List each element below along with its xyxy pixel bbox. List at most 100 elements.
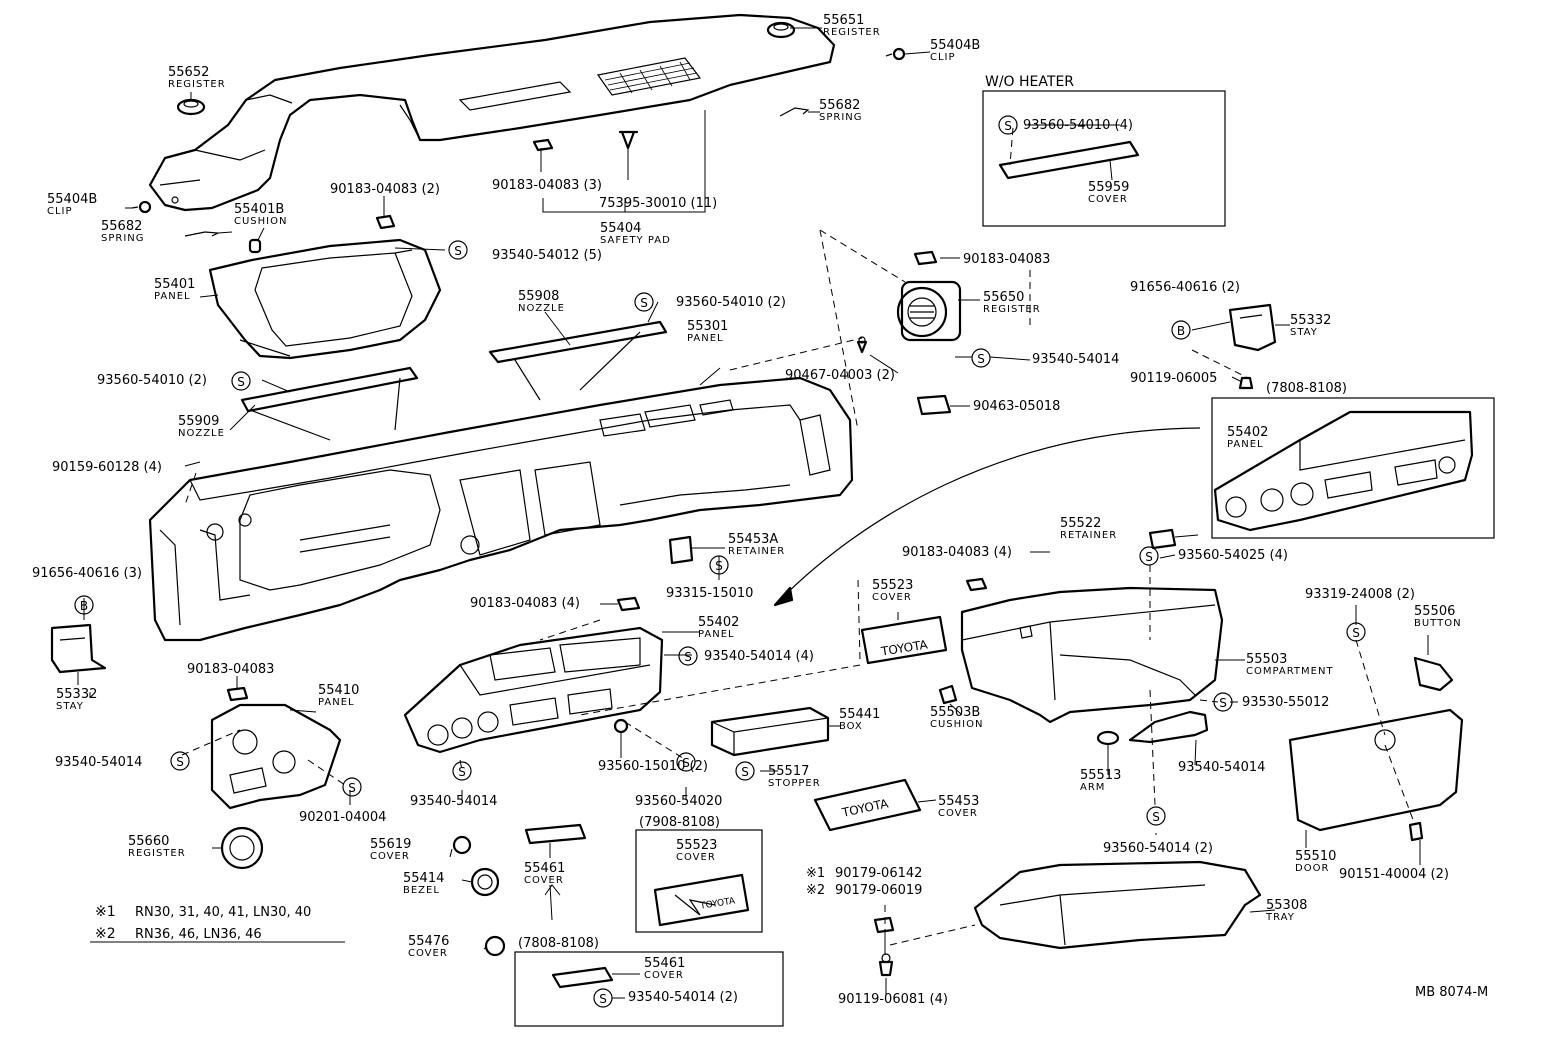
part-number: 90183-04083 (3): [492, 178, 602, 193]
part-label: 93540-54014: [1178, 760, 1265, 775]
part-number: 93560-54010 (2): [97, 373, 207, 388]
s-symbol: S: [1146, 806, 1166, 826]
part-number: 90119-06005: [1130, 371, 1217, 386]
part-name: DOOR: [1295, 863, 1329, 874]
part-number: 55650: [983, 290, 1024, 305]
svg-text:S: S: [1219, 696, 1227, 710]
svg-text:S: S: [176, 755, 184, 769]
part-number: (7808-8108): [1266, 381, 1347, 396]
part-number: 90467-04003 (2): [785, 368, 895, 383]
part-number: 90179-06142: [835, 866, 922, 881]
note2-mark: ※2: [95, 926, 116, 942]
part-name: COVER: [408, 948, 448, 959]
part-number: 55301: [687, 319, 728, 334]
register-55652: [176, 98, 206, 116]
panel-55410: [210, 703, 342, 810]
spring-55682-top: [779, 107, 810, 117]
nozzle-55908: [488, 320, 668, 401]
part-number: 93540-54014: [1178, 760, 1265, 775]
part-name: SPRING: [819, 112, 863, 123]
part-number: 55404: [600, 221, 641, 236]
part-number: 55414: [403, 871, 444, 886]
retainer-90463-05018: [916, 394, 952, 416]
svg-text:S: S: [454, 244, 462, 258]
part-number: 93540-54012 (5): [492, 248, 602, 263]
register-55651: [766, 21, 796, 39]
part-number: 90183-04083 (4): [470, 596, 580, 611]
bolt-90119-06005: [1238, 376, 1254, 390]
part-label: 93540-54012 (5): [492, 248, 602, 263]
svg-text:S: S: [1352, 626, 1360, 640]
note2-models: RN36, 46, LN36, 46: [135, 927, 262, 942]
mark1: ※1: [806, 866, 825, 881]
s-symbol: S: [170, 751, 190, 771]
svg-text:S: S: [458, 765, 466, 779]
s-symbol: S: [231, 371, 251, 391]
symbols: S S S S S S S S S S S S S S S S S B B: [74, 115, 1366, 1008]
part-number: 93560-54010 (2): [676, 295, 786, 310]
part-number: 93540-54014: [1032, 352, 1119, 367]
part-label: 93560-54010 (2): [676, 295, 786, 310]
part-number: 55476: [408, 934, 449, 949]
s-symbol: S: [1346, 622, 1366, 642]
part-number: 90183-04083 (2): [330, 182, 440, 197]
part-name: CLIP: [47, 206, 73, 217]
part-name: RETAINER: [1060, 530, 1117, 541]
part-name: CUSHION: [930, 719, 983, 730]
retainer-55453a: [668, 535, 694, 565]
variant-7808-8108-box: [1211, 397, 1495, 539]
part-number: 93315-15010: [666, 586, 753, 601]
part-number: 55402: [1227, 425, 1268, 440]
part-number: 55660: [128, 834, 169, 849]
part-label: 90183-04083: [187, 662, 274, 677]
part-number: 93560-54010 (4): [1023, 118, 1133, 133]
clip-90183-04083-mid: [616, 596, 641, 612]
part-number: 55523: [872, 578, 913, 593]
part-number: 55308: [1266, 898, 1307, 913]
part-number: 55453: [938, 794, 979, 809]
register-55650: [896, 280, 962, 342]
cover-55619: [452, 835, 472, 855]
part-number: 55908: [518, 289, 559, 304]
part-number: 91656-40616 (2): [1130, 280, 1240, 295]
clip-55404b-top: [885, 47, 906, 61]
s-symbol: S: [593, 988, 613, 1008]
part-number: 55402: [698, 615, 739, 630]
stopper-55517: [1096, 730, 1120, 746]
part-number: 55461: [644, 956, 685, 971]
svg-text:B: B: [1177, 324, 1185, 338]
part-label: 93319-24008 (2): [1305, 587, 1415, 602]
speaker-grille: [596, 57, 702, 96]
part-name: SPRING: [101, 233, 145, 244]
part-name: REGISTER: [168, 79, 226, 90]
svg-text:S: S: [348, 781, 356, 795]
part-name: RETAINER: [728, 546, 785, 557]
part-number: 55523: [676, 838, 717, 853]
part-number: 90159-60128 (4): [52, 460, 162, 475]
part-name: NOZZLE: [178, 428, 225, 439]
s-symbol: S: [998, 115, 1018, 135]
part-label: 93560-54014 (2): [1103, 841, 1213, 856]
